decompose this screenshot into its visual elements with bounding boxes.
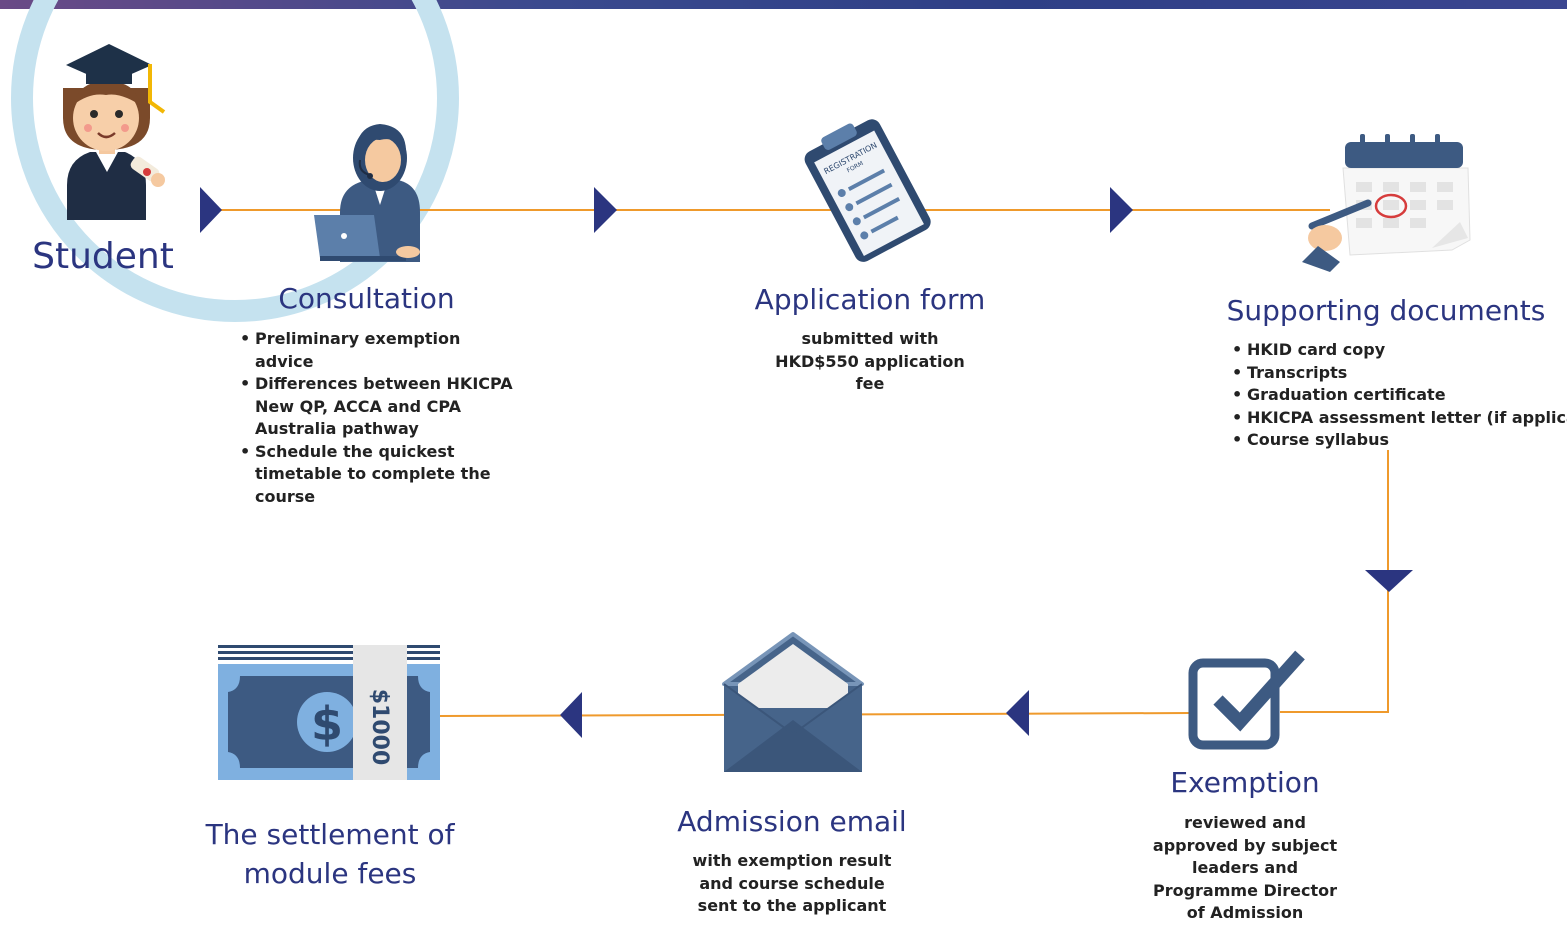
top-banner-strip bbox=[0, 0, 1567, 9]
checkbox-check-icon bbox=[1188, 650, 1305, 750]
consultant-headset-laptop-icon bbox=[314, 124, 420, 262]
list-item: Preliminary exemption advice bbox=[239, 328, 515, 373]
list-item: Graduation certificate bbox=[1231, 384, 1567, 407]
student-highlight-circle bbox=[11, 0, 459, 322]
consultation-bullet-list: Preliminary exemption advice Differences… bbox=[239, 328, 515, 508]
list-item: Differences between HKICPA New QP, ACCA … bbox=[239, 373, 515, 441]
svg-text:$1000: $1000 bbox=[367, 689, 392, 766]
arrow-right-icon bbox=[200, 187, 222, 233]
calendar-pen-icon bbox=[1302, 134, 1471, 272]
step-title-consultation: Consultation bbox=[278, 282, 455, 315]
graduate-student-icon bbox=[63, 44, 166, 220]
direction-arrows bbox=[200, 187, 1413, 738]
arrow-down-icon bbox=[1365, 570, 1413, 592]
list-item: Course syllabus bbox=[1231, 429, 1567, 452]
arrow-right-icon bbox=[1110, 187, 1133, 233]
list-item: Transcripts bbox=[1231, 362, 1567, 385]
arrow-left-icon bbox=[1006, 690, 1029, 736]
registration-clipboard-icon: REGISTRATION FORM bbox=[804, 119, 931, 262]
step-title-supporting-documents: Supporting documents bbox=[1226, 294, 1546, 327]
student-label: Student bbox=[32, 236, 174, 277]
exemption-description: reviewed and approved by subject leaders… bbox=[1152, 813, 1338, 922]
application-form-description: submitted with HKD$550 application fee bbox=[775, 329, 965, 393]
right-down-connector bbox=[1280, 450, 1389, 713]
banknote-bundle-icon: $ $1000 bbox=[218, 645, 440, 780]
admission-email-description: with exemption result and course schedul… bbox=[692, 851, 892, 915]
step-title-admission-email: Admission email bbox=[677, 805, 907, 838]
step-title-application-form: Application form bbox=[754, 283, 986, 316]
svg-text:$: $ bbox=[311, 697, 343, 751]
supporting-documents-bullet-list: HKID card copy Transcripts Graduation ce… bbox=[1231, 339, 1567, 452]
list-item: HKICPA assessment letter (if applicable) bbox=[1231, 407, 1567, 430]
list-item: Schedule the quickest timetable to compl… bbox=[239, 441, 515, 509]
envelope-icon bbox=[722, 632, 864, 772]
list-item: HKID card copy bbox=[1231, 339, 1567, 362]
step-title-module-fees: The settlement of module fees bbox=[205, 818, 455, 890]
arrow-left-icon bbox=[560, 692, 582, 738]
arrow-right-icon bbox=[594, 187, 617, 233]
step-title-exemption: Exemption bbox=[1170, 766, 1320, 799]
